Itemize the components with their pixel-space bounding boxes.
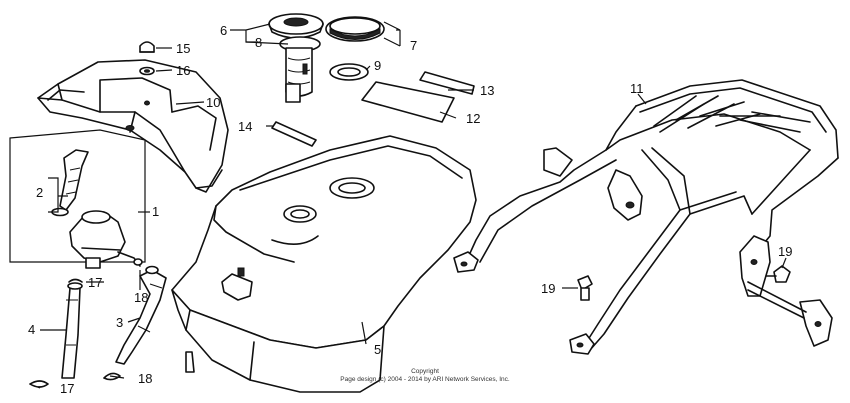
fuel-valve [69,210,143,269]
copyright-line-1: Copyright [411,368,439,375]
strainer-bracket [9,129,146,263]
callout-15: 15 [176,41,190,56]
callout-18-upper: 18 [134,290,148,305]
callout-12: 12 [466,111,480,126]
leader-lines [31,21,787,389]
callout-6: 6 [220,23,227,38]
callout-11: 11 [630,81,644,96]
cap-gasket-small [329,63,369,81]
bolt-19-left [577,275,593,301]
callout-1: 1 [152,204,159,219]
fuel-tube-left [61,282,83,379]
callout-19-right: 19 [778,244,792,259]
callout-17-upper: 17 [88,275,102,290]
fuel-tank-cover [37,59,229,193]
callout-10: 10 [206,95,220,110]
callout-19-left: 19 [541,281,555,296]
cushion-pad-12 [361,81,455,123]
fuel-strainer-screen [51,149,89,217]
callout-16: 16 [176,63,190,78]
washer [139,66,155,76]
callout-5: 5 [374,342,381,357]
bolt-19-right [765,265,791,283]
rear-carrier [453,79,839,355]
callout-4: 4 [28,322,35,337]
clip-17-upper [68,278,83,283]
cap-nut [139,41,155,53]
callout-17-lower: 17 [60,381,74,396]
callout-13: 13 [480,83,494,98]
cushion-pad-14 [271,121,317,147]
callout-18-lower: 18 [138,371,152,386]
cushion-pad-13 [419,71,475,95]
callout-3: 3 [116,315,123,330]
copyright-line-2: Page design (c) 2004 - 2014 by ARI Netwo… [340,376,510,383]
callout-8: 8 [255,35,262,50]
callout-14: 14 [238,119,252,134]
callout-2: 2 [36,185,43,200]
callout-labels: 15 16 10 1 2 4 17 17 18 18 3 5 6 8 7 9 1… [28,23,792,396]
copyright-notice: Copyright Page design (c) 2004 - 2014 by… [340,368,510,383]
clip-18-lower [103,372,121,381]
filler-strainer [279,36,321,103]
fuel-tank [171,135,477,393]
fuel-tube-middle [115,265,167,365]
callout-9: 9 [374,58,381,73]
cap-gasket-large [325,16,385,42]
clip-17-lower [29,380,49,388]
fuel-cap [268,13,324,39]
callout-7: 7 [410,38,417,53]
